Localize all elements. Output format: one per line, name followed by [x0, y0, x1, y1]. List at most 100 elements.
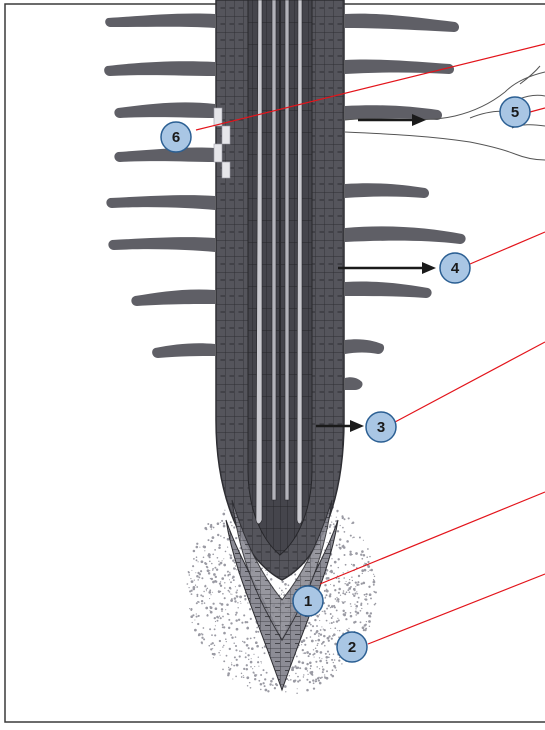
stipple-dot — [212, 536, 215, 539]
stipple-dot — [212, 603, 214, 605]
stipple-dot — [196, 556, 198, 558]
stipple-dot — [214, 617, 216, 619]
stipple-dot — [235, 591, 237, 593]
stipple-dot — [333, 523, 335, 525]
stipple-dot — [374, 576, 375, 577]
stipple-dot — [203, 627, 205, 629]
stipple-dot — [244, 595, 246, 597]
stipple-dot — [227, 547, 228, 548]
stipple-dot — [310, 665, 312, 667]
stipple-dot — [319, 660, 322, 663]
stipple-dot — [266, 574, 267, 575]
stipple-dot — [350, 615, 353, 618]
stipple-dot — [338, 660, 340, 662]
stipple-dot — [204, 585, 206, 587]
hypha — [345, 132, 515, 154]
right-arrow-icon — [338, 262, 436, 274]
stipple-dot — [350, 586, 352, 588]
stipple-dot — [337, 618, 338, 619]
stipple-dot — [284, 594, 285, 595]
stipple-dot — [352, 593, 354, 595]
stipple-dot — [332, 615, 333, 616]
stipple-dot — [204, 550, 205, 551]
stipple-dot — [337, 511, 339, 513]
stipple-dot — [330, 584, 331, 585]
stipple-dot — [229, 579, 230, 580]
stipple-dot — [231, 636, 233, 638]
stipple-dot — [297, 680, 299, 682]
stipple-dot — [197, 561, 198, 562]
stipple-dot — [256, 627, 258, 629]
badge-2: 2 — [337, 632, 367, 662]
stipple-dot — [240, 603, 241, 604]
stipple-dot — [342, 592, 344, 594]
stipple-dot — [227, 575, 229, 577]
stipple-dot — [246, 664, 248, 666]
stipple-dot — [334, 627, 336, 629]
root-hair — [345, 281, 432, 298]
stipple-dot — [205, 563, 207, 565]
stipple-dot — [244, 598, 246, 600]
stipple-dot — [338, 588, 341, 591]
stipple-dot — [296, 693, 298, 695]
stipple-dot — [304, 652, 306, 654]
stipple-dot — [264, 652, 266, 654]
stipple-dot — [245, 652, 246, 653]
stipple-dot — [324, 590, 326, 592]
stipple-dot — [253, 672, 254, 673]
stipple-dot — [274, 687, 276, 689]
stipple-dot — [201, 637, 203, 639]
stipple-dot — [354, 590, 356, 592]
stipple-dot — [211, 642, 213, 644]
stipple-dot — [322, 671, 324, 673]
stipple-dot — [324, 677, 326, 679]
stipple-dot — [224, 574, 226, 576]
stipple-dot — [303, 674, 304, 675]
stipple-dot — [229, 587, 231, 589]
stipple-dot — [255, 641, 258, 644]
stipple-dot — [220, 655, 221, 656]
stipple-dot — [243, 614, 245, 616]
stipple-dot — [352, 554, 353, 555]
stipple-dot — [235, 586, 236, 587]
stipple-dot — [220, 535, 221, 536]
stipple-dot — [339, 538, 341, 540]
stipple-dot — [269, 683, 271, 685]
stipple-dot — [243, 641, 245, 643]
stipple-dot — [295, 673, 296, 674]
stipple-dot — [329, 524, 331, 526]
stipple-dot — [261, 662, 262, 663]
root-hair — [345, 59, 454, 74]
stipple-dot — [191, 570, 192, 571]
stipple-dot — [336, 597, 337, 598]
stipple-dot — [349, 592, 351, 594]
stipple-dot — [364, 594, 366, 596]
stipple-dot — [305, 628, 306, 629]
central-strand — [279, 0, 281, 470]
stipple-dot — [355, 611, 357, 613]
hypha — [515, 154, 545, 160]
stipple-dot — [254, 678, 256, 680]
stipple-dot — [312, 674, 314, 676]
stipple-dot — [287, 584, 289, 586]
badge-3-text: 3 — [377, 419, 385, 436]
stipple-dot — [342, 601, 343, 602]
stipple-dot — [326, 620, 328, 622]
stipple-dot — [327, 651, 329, 653]
stipple-dot — [348, 582, 350, 584]
stipple-dot — [326, 573, 327, 574]
stipple-dot — [373, 579, 374, 580]
stipple-dot — [346, 540, 349, 543]
badge-5-text: 5 — [511, 104, 519, 121]
stipple-dot — [349, 579, 350, 580]
stipple-dot — [225, 638, 227, 640]
stipple-dot — [334, 561, 337, 564]
stipple-dot — [196, 575, 199, 578]
stipple-dot — [235, 612, 237, 614]
stipple-dot — [318, 680, 320, 682]
stipple-dot — [297, 676, 299, 678]
stipple-dot — [230, 521, 232, 523]
stipple-dot — [194, 619, 195, 620]
stipple-dot — [358, 575, 360, 577]
stipple-dot — [219, 583, 221, 585]
